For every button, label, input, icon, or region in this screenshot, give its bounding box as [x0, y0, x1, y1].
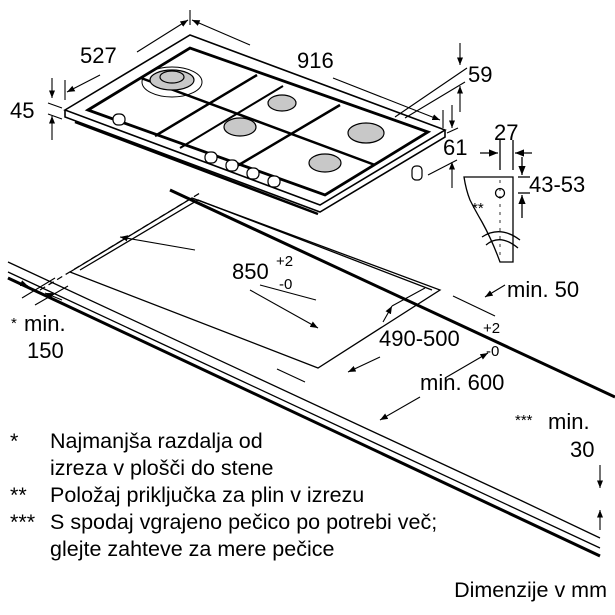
gas-connection-detail [463, 140, 532, 263]
clearance-side-marker: * [11, 315, 17, 332]
clearance-side-label: min. [24, 311, 66, 336]
footnote-2-text: Položaj priključka za plin v izrezu [50, 483, 365, 507]
hob [63, 34, 447, 216]
footnote-2: ** Položaj priključka za plin v izrezu [10, 482, 364, 508]
dim-depth-label: 527 [80, 43, 117, 68]
gas-connection-marker: ** [472, 200, 484, 217]
clearance-side-value: 150 [27, 338, 64, 363]
dim-height-front-label: 45 [10, 98, 34, 123]
gas-offset-label: 27 [494, 120, 518, 145]
cutout [68, 197, 442, 369]
units-label: Dimenzije v mm [454, 578, 607, 602]
dim-height-rear-label: 61 [443, 135, 467, 160]
cutout-depth-tol-plus: +2 [483, 320, 500, 337]
cutout-width-tol-minus: -0 [279, 276, 292, 293]
burner-front-left [223, 117, 257, 137]
footnote-1-cont: izreza v plošči do stene [10, 455, 273, 481]
footnote-1-mark: * [10, 429, 19, 453]
cutout-width-tol-plus: +2 [276, 253, 293, 270]
dim-width-label: 916 [297, 48, 334, 73]
burner-rear-mid [267, 94, 297, 112]
clearance-rear-label: min. 50 [507, 277, 579, 302]
clearance-worktop-label: min. 600 [420, 370, 504, 395]
footnote-1: * Najmanjša razdalja od [10, 428, 263, 454]
footnote-3-mark: *** [10, 510, 36, 534]
footnote-3-cont: glejte zahteve za mere pečice [10, 536, 334, 562]
footnote-2-mark: ** [10, 483, 27, 507]
dimension-lines [7, 10, 604, 530]
gas-height-label: 43-53 [529, 172, 585, 197]
cutout-depth-label: 490-500 [379, 326, 460, 351]
burner-rear-right [347, 122, 385, 144]
footnote-3-cont-text: glejte zahteve za mere pečice [50, 537, 335, 561]
control-knobs [112, 113, 423, 188]
clearance-bottom-value: 30 [570, 437, 594, 462]
clearance-bottom-marker: *** [515, 412, 533, 429]
clearance-bottom-label: min. [548, 409, 590, 434]
footnote-3-text: S spodaj vgrajeno pečico po potrebi več; [50, 510, 438, 534]
dim-height-rear-top-label: 59 [468, 62, 492, 87]
footnote-3: *** S spodaj vgrajeno pečico po potrebi v… [10, 509, 437, 535]
burner-wok [141, 66, 203, 98]
cutout-width-label: 850 [232, 259, 269, 284]
footnote-1-text: Najmanjša razdalja od [50, 429, 263, 453]
footnote-1-cont-text: izreza v plošči do stene [50, 456, 274, 480]
cutout-depth-tol-minus: -0 [486, 343, 499, 360]
burner-front-right [308, 153, 342, 173]
